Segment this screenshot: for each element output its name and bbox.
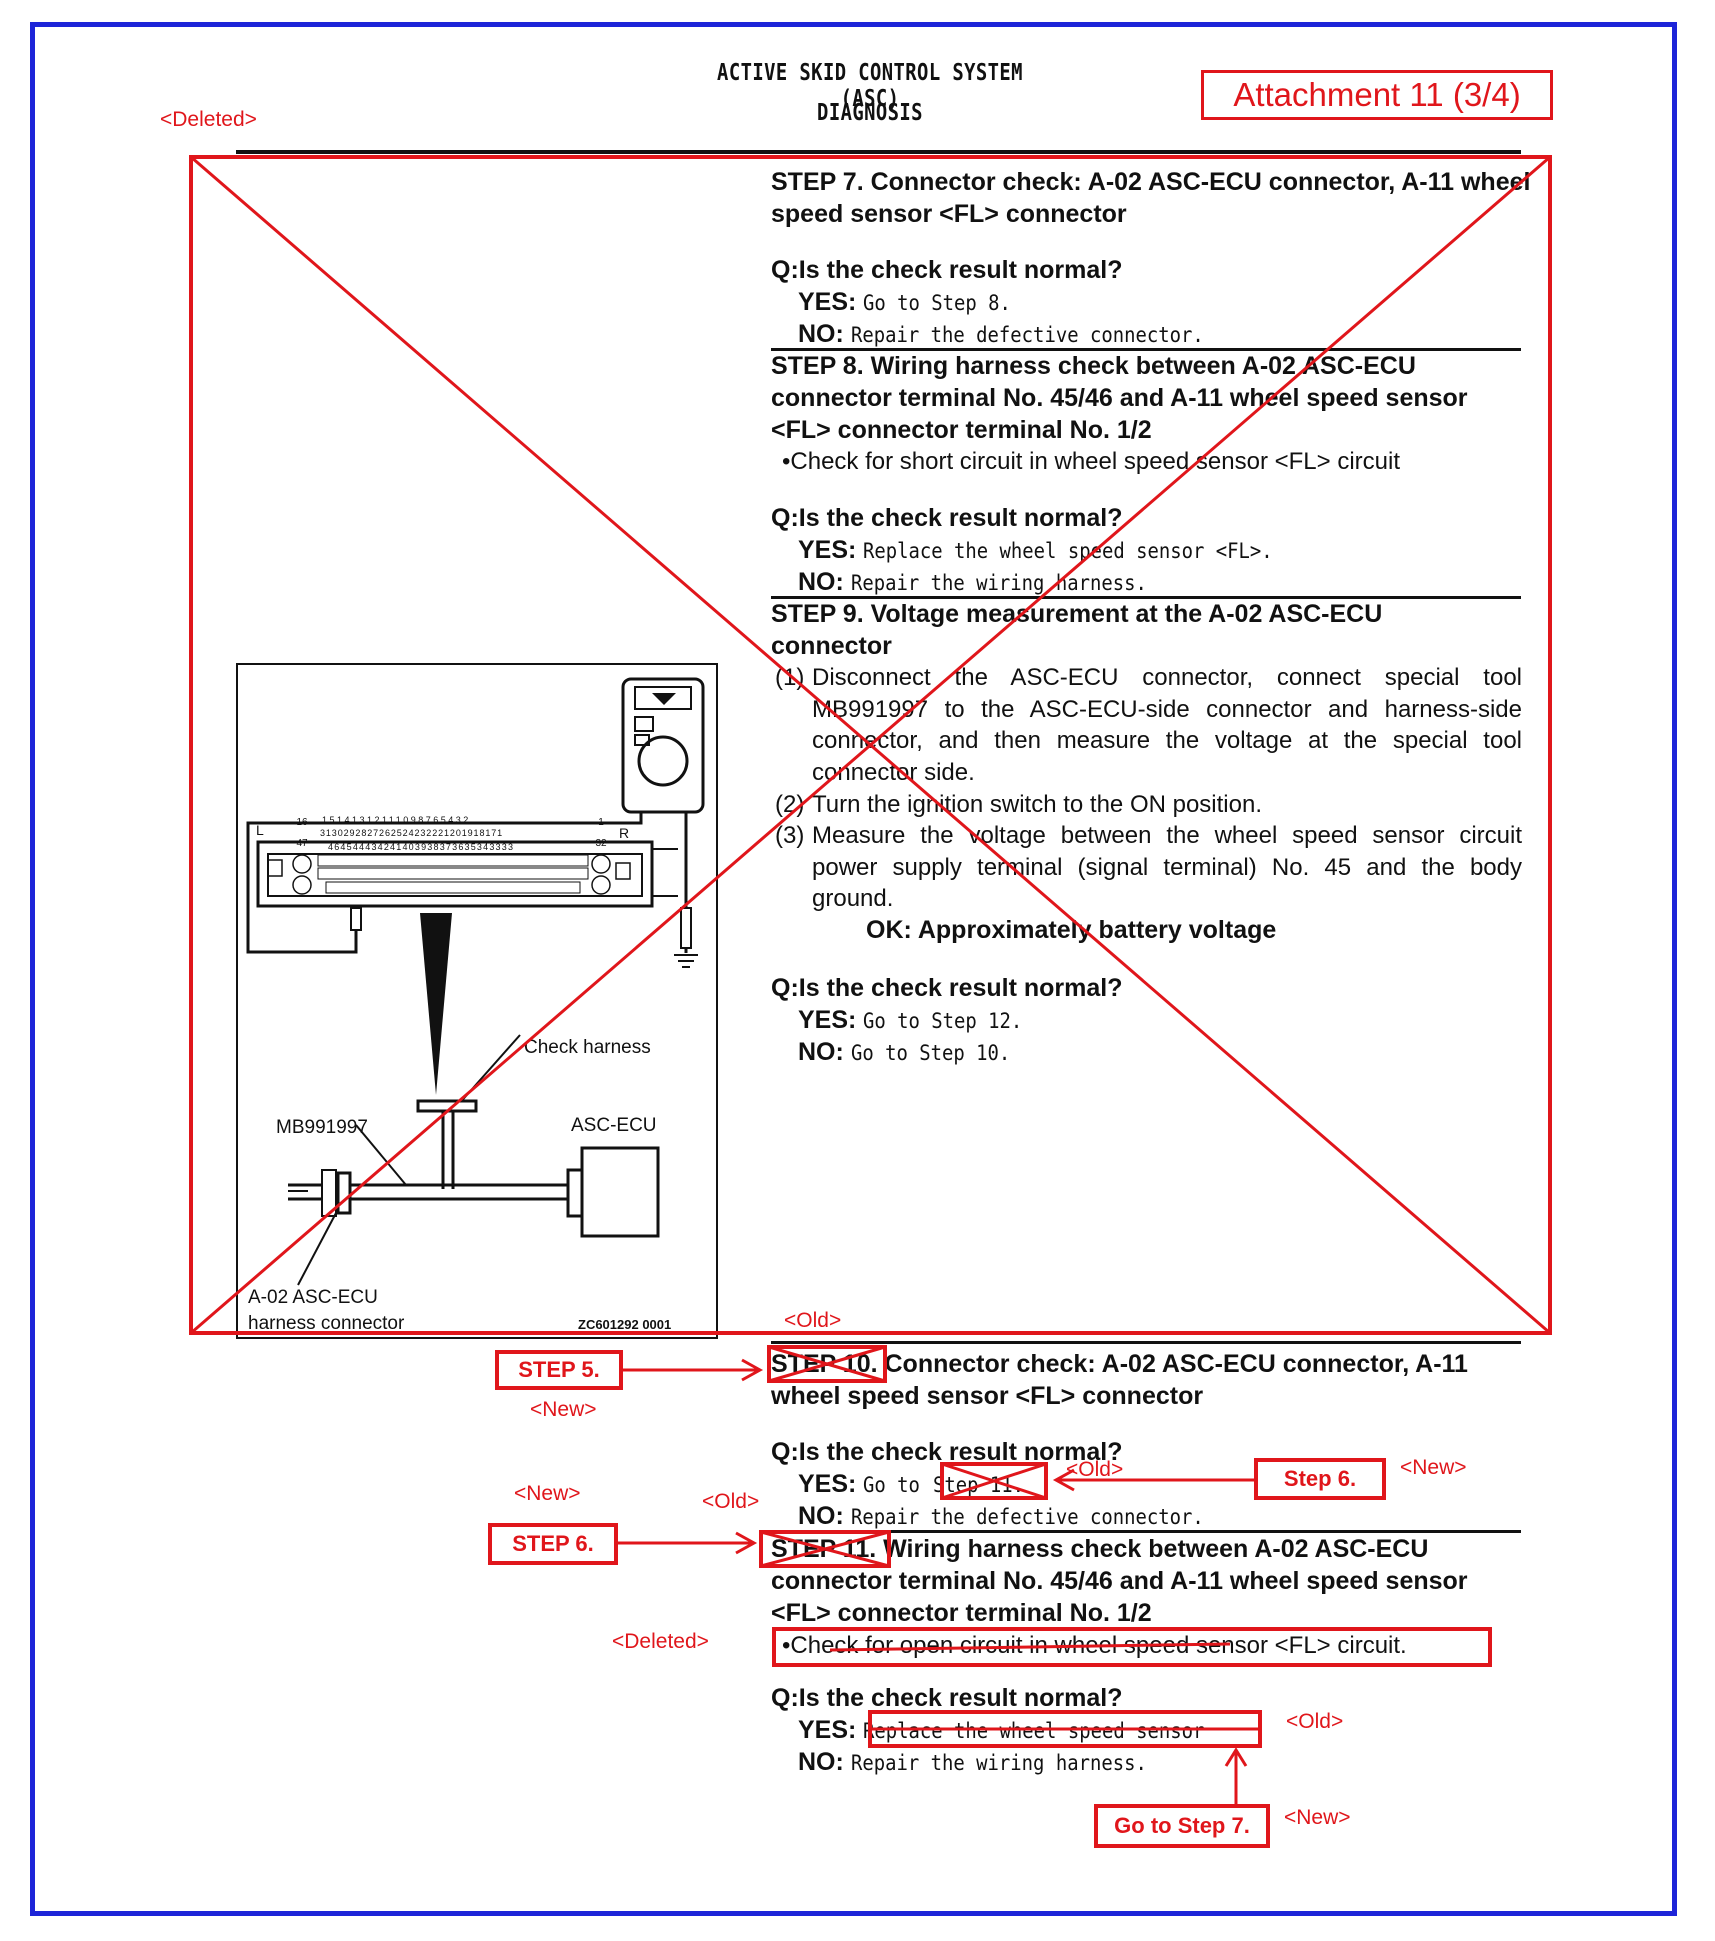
- step7-yes: YES: Go to Step 8.: [798, 288, 1012, 316]
- step11-yes-old-tag: <Old>: [1286, 1710, 1344, 1733]
- fig-pin-row3: 464544434241403938373635343333: [328, 842, 515, 852]
- step9-item1: Disconnect the ASC-ECU connector, connec…: [812, 664, 1522, 786]
- step9-question: Q:Is the check result normal?: [771, 974, 1123, 1002]
- step11-yes-new-tag: <New>: [1284, 1806, 1351, 1829]
- fig-pin-47: 47: [296, 838, 308, 849]
- fig-pin-32: 32: [595, 838, 607, 849]
- step11-no: NO: Repair the wiring harness.: [798, 1748, 1147, 1776]
- step8-question: Q:Is the check result normal?: [771, 504, 1123, 532]
- step9-ok: OK: Approximately battery voltage: [866, 916, 1277, 944]
- rule-step11: [771, 1530, 1521, 1533]
- step11-yes-old: Replace the wheel speed sensor: [863, 1719, 1205, 1743]
- attachment-label: Attachment 11 (3/4): [1201, 70, 1553, 120]
- step8-yes: YES: Replace the wheel speed sensor <FL>…: [798, 536, 1273, 564]
- step7-no: NO: Repair the defective connector.: [798, 320, 1204, 348]
- step11-yes-old-box: [868, 1710, 1262, 1748]
- fig-tool-label: MB991997: [276, 1117, 368, 1138]
- fig-pin-16: 16: [296, 817, 308, 828]
- rule-step10: [771, 1341, 1521, 1344]
- step9-title: STEP 9. Voltage measurement at the A-02 …: [771, 600, 1383, 660]
- step11-old-strike-box: [759, 1530, 891, 1568]
- step9-item2: Turn the ignition switch to the ON posit…: [812, 791, 1262, 818]
- step6-new-tag: <New>: [514, 1482, 581, 1505]
- step11-yes: YES: Replace the wheel speed sensor: [798, 1714, 1243, 1747]
- page-frame: [30, 22, 1677, 1916]
- step11-title-rest: Wiring harness check between A-02 ASC-EC…: [771, 1535, 1468, 1627]
- fig-pin-1: 1: [598, 817, 604, 828]
- step9-item2-num: (2): [775, 791, 805, 818]
- step8-no: NO: Repair the wiring harness.: [798, 568, 1147, 596]
- step6-new-label: STEP 6.: [488, 1523, 618, 1565]
- step10-old-tag: <Old>: [784, 1309, 842, 1332]
- header-rule: [236, 150, 1521, 154]
- step11-yes-new-label: Go to Step 7.: [1094, 1804, 1270, 1848]
- header-title: ACTIVE SKID CONTROL SYSTEM (ASC): [717, 60, 1023, 112]
- fig-check-harness: Check harness: [524, 1037, 651, 1058]
- step10-title-rest: Connector check: A-02 ASC-ECU connector,…: [771, 1350, 1468, 1410]
- step11-bullet-deleted-box: [772, 1627, 1492, 1667]
- step11-old-tag: <Old>: [702, 1490, 760, 1513]
- step10-no: NO: Repair the defective connector.: [798, 1502, 1204, 1530]
- fig-side-left: L: [256, 822, 264, 838]
- step11-deleted-tag: <Deleted>: [612, 1630, 709, 1653]
- step8-bullet: •Check for short circuit in wheel speed …: [782, 448, 1400, 475]
- step7-title: STEP 7. Connector check: A-02 ASC-ECU co…: [771, 168, 1531, 228]
- step10-old-strike-box: [767, 1345, 887, 1383]
- fig-side-right: R: [619, 825, 630, 841]
- step9-item1-num: (1): [775, 664, 805, 691]
- step9-item3: Measure the voltage between the wheel sp…: [812, 822, 1522, 912]
- deleted-tag-top: <Deleted>: [160, 108, 257, 131]
- step10-yes-old-box: [940, 1462, 1048, 1500]
- fig-pin-row1: 15141312111098765432: [322, 815, 471, 825]
- wiring-figure: L R 16 47 1 32 15141312111098765432 3130…: [236, 663, 718, 1339]
- step10-yes-new-tag: <New>: [1400, 1456, 1467, 1479]
- step8-title: STEP 8. Wiring harness check between A-0…: [771, 352, 1468, 444]
- step9-yes: YES: Go to Step 12.: [798, 1006, 1023, 1034]
- header-subtitle: DIAGNOSIS: [817, 100, 923, 126]
- fig-connector-line1: A-02 ASC-ECU: [248, 1287, 378, 1308]
- figure-drawing: [246, 677, 705, 1286]
- step5-new-tag: <New>: [530, 1398, 597, 1421]
- step7-question: Q:Is the check result normal?: [771, 256, 1123, 284]
- step9-item3-num: (3): [775, 822, 805, 849]
- step11-question: Q:Is the check result normal?: [771, 1684, 1123, 1712]
- step9-no: NO: Go to Step 10.: [798, 1038, 1011, 1066]
- step10-yes-old-tag: <Old>: [1066, 1458, 1124, 1481]
- fig-pin-row2: 3130292827262524232221201918171: [320, 828, 504, 838]
- fig-ecu-label: ASC-ECU: [571, 1115, 657, 1136]
- fig-code: ZC601292 0001: [578, 1317, 672, 1332]
- fig-connector-line2: harness connector: [248, 1313, 405, 1334]
- step10-yes-new-label: Step 6.: [1254, 1458, 1386, 1500]
- step5-new-label: STEP 5.: [495, 1350, 623, 1390]
- step10-question: Q:Is the check result normal?: [771, 1438, 1123, 1466]
